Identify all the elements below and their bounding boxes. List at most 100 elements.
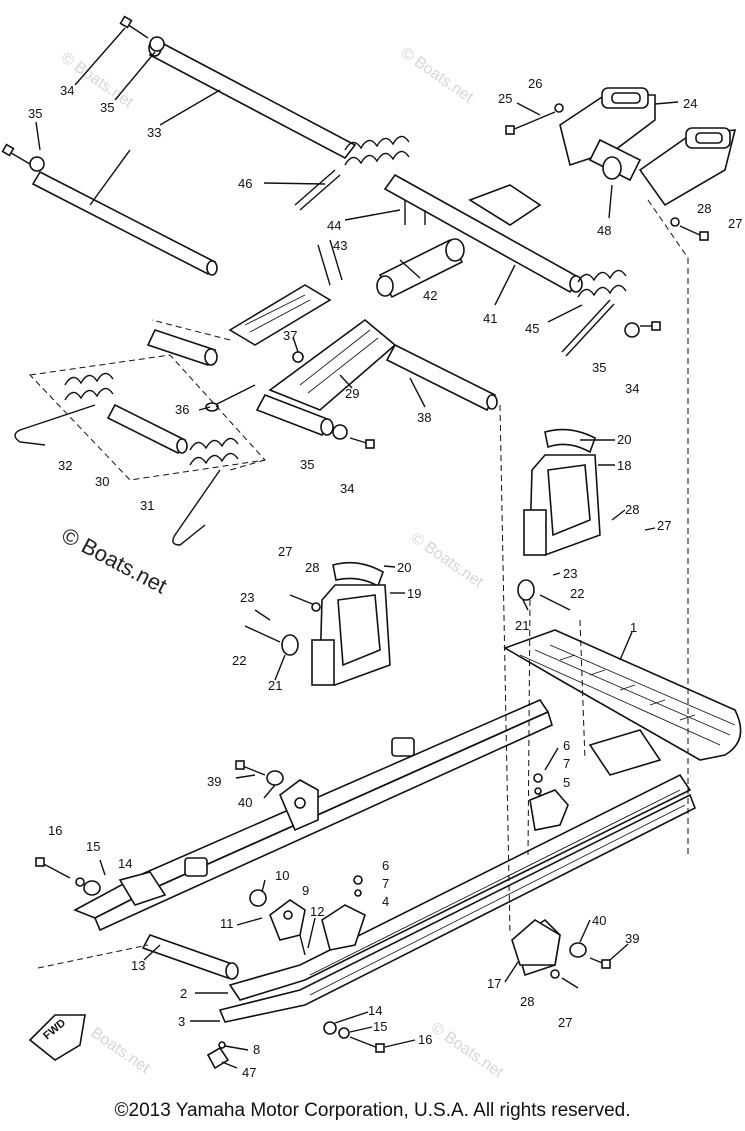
spring-set-30-31-32 (14, 354, 266, 546)
callout-27: 27 (558, 1015, 572, 1030)
callout-35: 35 (300, 457, 314, 472)
callout-45: 45 (525, 321, 539, 336)
callout-28: 28 (305, 560, 319, 575)
callout-27: 27 (657, 518, 671, 533)
callout-29: 29 (345, 386, 359, 401)
callout-42: 42 (423, 288, 437, 303)
callout-33: 33 (147, 125, 161, 140)
callout-15: 15 (373, 1019, 387, 1034)
callout-18: 18 (617, 458, 631, 473)
callout-11: 11 (220, 916, 234, 931)
rail-bracket-18 (517, 428, 601, 611)
callout-4: 4 (382, 894, 389, 909)
callout-23: 23 (563, 566, 577, 581)
callout-22: 22 (570, 586, 584, 601)
callout-21: 21 (268, 678, 282, 693)
callout-39: 39 (207, 774, 221, 789)
callout-47: 47 (242, 1065, 256, 1080)
shaft-33-rear (148, 40, 357, 160)
track-1 (503, 629, 742, 776)
callout-numbers: 34 35 33 35 25 26 24 46 28 27 48 44 43 4… (28, 76, 742, 1080)
callout-35: 35 (592, 360, 606, 375)
callout-10: 10 (275, 868, 289, 883)
shaft-38 (385, 343, 497, 412)
slide-rail-left (73, 698, 553, 980)
callout-25: 25 (498, 91, 512, 106)
callout-21: 21 (515, 618, 529, 633)
callout-28: 28 (625, 502, 639, 517)
callout-3: 3 (178, 1014, 185, 1029)
callout-31: 31 (140, 498, 154, 513)
shaft-41 (383, 173, 582, 294)
callout-6: 6 (382, 858, 389, 873)
watermark-bottom-left: Boats.net (88, 1024, 154, 1077)
callout-28: 28 (697, 201, 711, 216)
callout-26: 26 (528, 76, 542, 91)
spring-46 (294, 135, 410, 211)
center-plate (468, 184, 542, 226)
callout-17: 17 (487, 976, 501, 991)
callout-34: 34 (340, 481, 354, 496)
callout-24: 24 (683, 96, 697, 111)
assembly-lines (37, 199, 689, 969)
callout-36: 36 (175, 402, 189, 417)
callout-7: 7 (563, 756, 570, 771)
callout-19: 19 (407, 586, 421, 601)
callout-13: 13 (131, 958, 145, 973)
callout-7: 7 (382, 876, 389, 891)
shaft-30 (106, 403, 187, 455)
watermark-main: © Boats.net (58, 522, 172, 598)
upper-shaft-assembly (1, 15, 737, 357)
callout-2: 2 (180, 986, 187, 1001)
callout-43: 43 (333, 238, 347, 253)
callout-30: 30 (95, 474, 109, 489)
swing-arm-29 (146, 284, 661, 449)
callout-46: 46 (238, 176, 252, 191)
callout-48: 48 (597, 223, 611, 238)
shaft-33-front (31, 170, 217, 276)
hardware (35, 760, 611, 1070)
callout-39: 39 (625, 931, 639, 946)
callout-40: 40 (238, 795, 252, 810)
tube-13 (141, 934, 237, 979)
callout-27: 27 (278, 544, 292, 559)
callout-41: 41 (483, 311, 497, 326)
callout-27: 27 (728, 216, 742, 231)
callout-16: 16 (418, 1032, 432, 1047)
callout-44: 44 (327, 218, 341, 233)
callout-34: 34 (60, 83, 74, 98)
callout-37: 37 (283, 328, 297, 343)
shock-absorber-42 (317, 200, 465, 299)
rail-bracket-19 (244, 561, 391, 686)
callout-9: 9 (302, 883, 309, 898)
callout-12: 12 (310, 904, 324, 919)
watermark-bottom-right: © Boats.net (428, 1019, 507, 1081)
callout-14: 14 (368, 1003, 382, 1018)
shaft-short (146, 329, 217, 366)
callout-1: 1 (630, 620, 637, 635)
watermark-top-right: © Boats.net (398, 44, 477, 106)
callout-leaders (35, 27, 679, 1069)
callout-20: 20 (617, 432, 631, 447)
callout-35: 35 (28, 106, 42, 121)
callout-6: 6 (563, 738, 570, 753)
callout-8: 8 (253, 1042, 260, 1057)
callout-16: 16 (48, 823, 62, 838)
watermark-middle: © Boats.net (408, 529, 487, 591)
callout-20: 20 (397, 560, 411, 575)
callout-35: 35 (100, 100, 114, 115)
callout-22: 22 (232, 653, 246, 668)
callout-5: 5 (563, 775, 570, 790)
callout-38: 38 (417, 410, 431, 425)
fwd-arrow-icon: FWD (28, 1014, 86, 1061)
callout-23: 23 (240, 590, 254, 605)
callout-28: 28 (520, 994, 534, 1009)
copyright-notice: ©2013 Yamaha Motor Corporation, U.S.A. A… (114, 1100, 631, 1121)
callout-15: 15 (86, 839, 100, 854)
callout-14: 14 (118, 856, 132, 871)
callout-32: 32 (58, 458, 72, 473)
callout-34: 34 (625, 381, 639, 396)
callout-40: 40 (592, 913, 606, 928)
spring-45 (561, 269, 627, 357)
